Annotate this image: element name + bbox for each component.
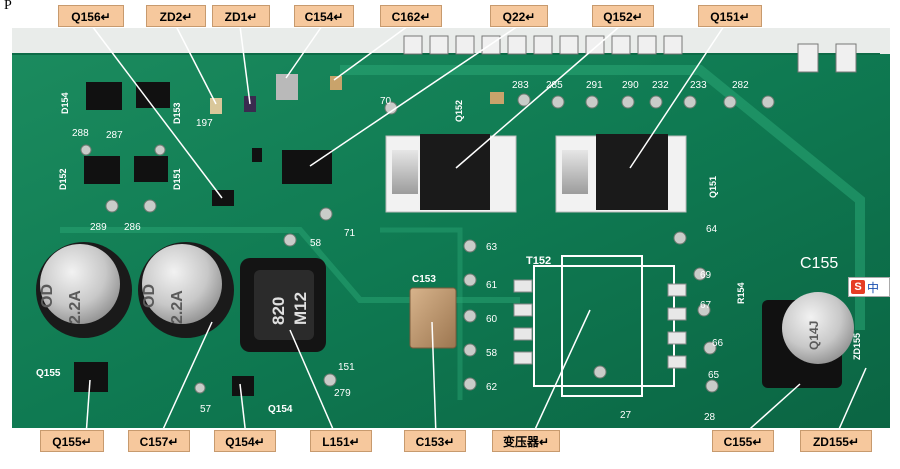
callout-q156: Q156↵ (58, 5, 124, 27)
pad-number: 71 (344, 228, 356, 239)
inductor-label-top: 820 (269, 297, 288, 325)
corner-mark: P (4, 0, 12, 13)
pad-number: 285 (546, 80, 563, 91)
pad-number: 69 (700, 270, 712, 281)
q155-label: Q155 (36, 368, 61, 379)
q151-label: Q151 (708, 176, 718, 198)
pad-number: 287 (106, 130, 123, 141)
callout-zd155: ZD155↵ (800, 430, 872, 452)
cap-mid-top-label: OD (141, 284, 158, 308)
transformer-outline (533, 255, 675, 397)
q155-package (74, 362, 108, 392)
q154-package (232, 376, 254, 396)
d152-label: D152 (58, 168, 68, 190)
leader-lines (85, 25, 867, 437)
d153-label: D153 (172, 102, 182, 124)
callout-q155: Q155↵ (40, 430, 104, 452)
inductor-label-bottom: M12 (291, 292, 310, 325)
pad-number: 70 (380, 96, 392, 107)
d154-label: D154 (60, 92, 70, 114)
ime-mode-label: 中 (867, 280, 880, 295)
callout-c162: C162↵ (380, 5, 442, 27)
pad-number: 61 (486, 280, 498, 291)
pad-number: 27 (620, 410, 632, 421)
pad-number: 286 (124, 222, 141, 233)
transformer-pads (513, 279, 687, 369)
pad-number: 58 (486, 348, 498, 359)
smd-parts (84, 74, 504, 206)
q152-label: Q152 (454, 100, 464, 122)
callout-l151: L151↵ (310, 430, 372, 452)
callout-c154: C154↵ (294, 5, 354, 27)
pad-number: 58 (310, 238, 322, 249)
c153-label: C153 (412, 274, 436, 285)
header-pins (403, 35, 857, 73)
pad-number: 28 (704, 412, 716, 423)
callout-q152: Q152↵ (592, 5, 654, 27)
pad-number-labels: 283 285 291 290 232 233 282 63 61 60 58 62 64 69 67 65 6… (72, 80, 749, 423)
cap-right (762, 292, 854, 388)
cap-left-label: 2.2A (67, 290, 84, 324)
ime-indicator[interactable]: S 中 (848, 277, 890, 297)
cap-right-label: Q14J (807, 321, 821, 350)
pad-number: 283 (512, 80, 529, 91)
callout-c153: C153↵ (404, 430, 466, 452)
pad-number: 282 (732, 80, 749, 91)
callout-c157: C157↵ (128, 430, 190, 452)
callout-q154: Q154↵ (214, 430, 276, 452)
callout-transformer: 变压器↵ (492, 430, 560, 452)
transformer-label: T152 (526, 255, 551, 267)
sogou-icon: S (851, 280, 865, 294)
q22-package (282, 150, 332, 184)
pad-number: 65 (708, 370, 720, 381)
vias (80, 93, 775, 394)
pad-number: 233 (690, 80, 707, 91)
cap-left-top-label: OD (39, 284, 56, 308)
q154-label: Q154 (268, 404, 293, 415)
l151-package (240, 258, 326, 352)
pad-number: 197 (196, 118, 213, 129)
callout-c155: C155↵ (712, 430, 774, 452)
pad-number: 64 (706, 224, 718, 235)
cap-left (36, 242, 132, 338)
pad-number: 151 (338, 362, 355, 373)
q151-package (555, 134, 687, 213)
cap-mid-label: 2.2A (169, 290, 186, 324)
pad-number: 289 (90, 222, 107, 233)
pad-number: 232 (652, 80, 669, 91)
pad-number: 66 (712, 338, 724, 349)
pad-number: 63 (486, 242, 498, 253)
q152-package (385, 134, 517, 213)
zd155-label: ZD155 (852, 333, 862, 360)
pad-number: 291 (586, 80, 603, 91)
pad-number: 62 (486, 382, 498, 393)
pad-number: 60 (486, 314, 498, 325)
d151-label: D151 (172, 168, 182, 190)
callout-q151: Q151↵ (698, 5, 762, 27)
cap-mid (138, 242, 234, 338)
pad-number: 57 (200, 404, 212, 415)
r154-label: R154 (736, 282, 746, 304)
c155-label: C155 (800, 255, 838, 272)
pad-number: 288 (72, 128, 89, 139)
callout-zd2: ZD2↵ (146, 5, 206, 27)
pad-number: 67 (700, 300, 712, 311)
pad-number: 279 (334, 388, 351, 399)
board-edge-strip (12, 28, 890, 54)
pad-number: 290 (622, 80, 639, 91)
callout-q22: Q22↵ (490, 5, 548, 27)
callout-zd1: ZD1↵ (212, 5, 270, 27)
